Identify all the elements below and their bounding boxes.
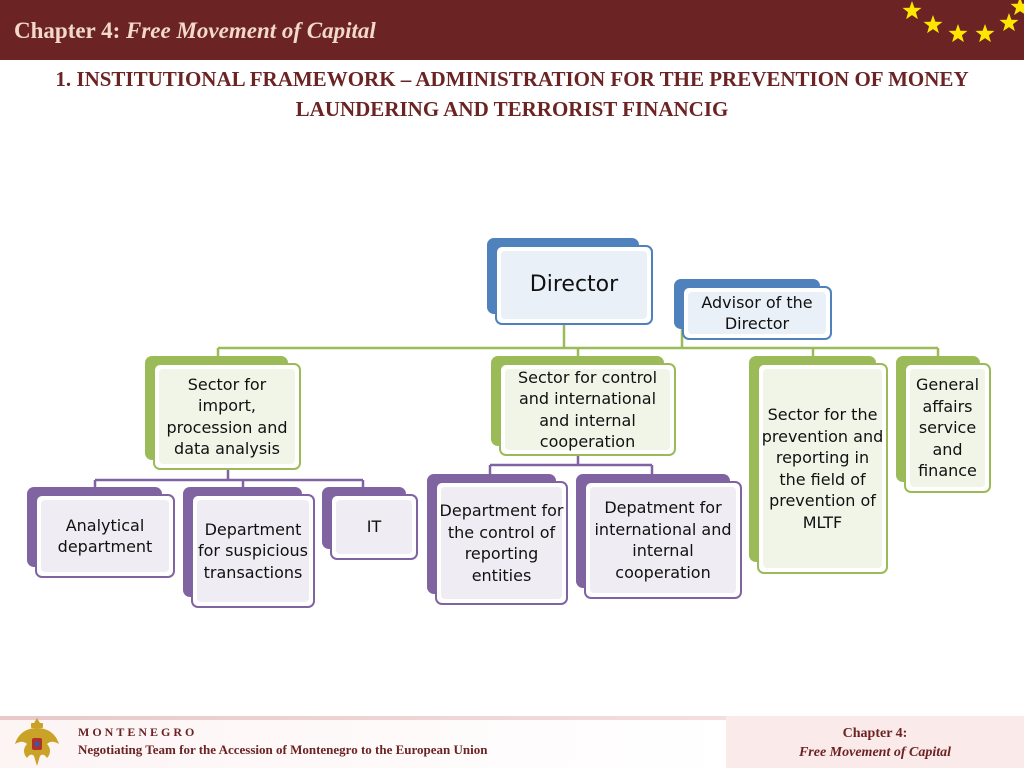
header-title: Chapter 4: Free Movement of Capital bbox=[14, 18, 376, 44]
footer-chapter-name: Free Movement of Capital bbox=[798, 745, 952, 760]
sector-import-processing-label: Sector for import, procession and data a… bbox=[166, 374, 288, 459]
star-icon bbox=[999, 13, 1019, 32]
department-it-box: IT bbox=[322, 487, 418, 560]
footer-country: MONTENEGRO bbox=[78, 725, 198, 739]
director-label: Director bbox=[529, 272, 619, 297]
header-bar: Chapter 4: Free Movement of Capital bbox=[0, 0, 1024, 60]
footer-team: Negotiating Team for the Accession of Mo… bbox=[78, 742, 488, 757]
advisor-box: Advisor of the Director bbox=[674, 279, 832, 340]
sector-general-affairs-box: General affairs service and finance bbox=[896, 356, 991, 493]
star-icon bbox=[948, 24, 968, 43]
sector-prevention-reporting-box: Sector for the prevention and reporting … bbox=[749, 356, 888, 574]
department-control-reporting-entities-box: Department for the control of reporting … bbox=[427, 474, 568, 605]
footer-chapter-label: Chapter 4: bbox=[842, 726, 908, 741]
star-icon bbox=[1010, 0, 1024, 16]
sector-prevention-reporting-label: Sector for the prevention and reporting … bbox=[761, 405, 884, 532]
sector-import-processing-box: Sector for import, procession and data a… bbox=[145, 356, 301, 470]
star-icon bbox=[975, 24, 995, 43]
star-icon bbox=[902, 1, 922, 20]
footer-right-background bbox=[726, 716, 1024, 768]
header-chapter-label: Chapter 4: bbox=[14, 18, 121, 43]
department-suspicious-transactions-label: Department for suspicious transactions bbox=[197, 519, 308, 582]
star-icon bbox=[923, 15, 943, 34]
sector-control-cooperation-label: Sector for control and international and… bbox=[517, 367, 658, 452]
slide-title: 1. INSTITUTIONAL FRAMEWORK – ADMINISTRAT… bbox=[55, 67, 969, 121]
department-analytical-label: Analytical department bbox=[57, 515, 153, 557]
department-control-reporting-entities-label: Department for the control of reporting … bbox=[439, 501, 564, 585]
footer-left-background bbox=[0, 720, 726, 768]
sector-general-affairs-label: General affairs service and finance bbox=[915, 375, 980, 481]
department-analytical-box: Analytical department bbox=[27, 487, 175, 578]
department-international-internal-cooperation-label: Depatment for international and internal… bbox=[594, 498, 732, 582]
department-it-label: IT bbox=[366, 517, 382, 537]
header-chapter-name: Free Movement of Capital bbox=[126, 18, 376, 43]
advisor-label: Advisor of the Director bbox=[701, 292, 813, 334]
eu-stars-icon bbox=[902, 0, 1024, 43]
coat-of-arms-icon bbox=[15, 718, 59, 766]
sector-control-cooperation-box: Sector for control and international and… bbox=[491, 356, 676, 456]
director-box: Director bbox=[487, 238, 653, 325]
department-international-internal-cooperation-box: Depatment for international and internal… bbox=[576, 474, 742, 599]
department-suspicious-transactions-box: Department for suspicious transactions bbox=[183, 487, 315, 608]
footer-divider bbox=[0, 716, 726, 720]
